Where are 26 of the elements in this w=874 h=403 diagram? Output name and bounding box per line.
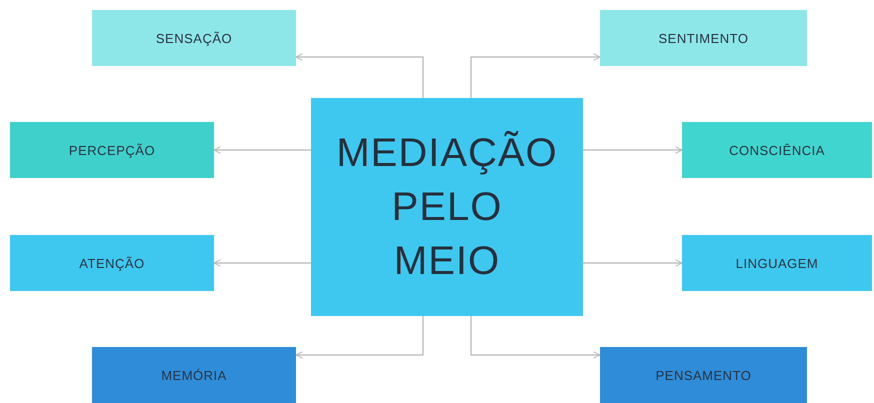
arrow [296,316,424,359]
concept-box [600,10,807,66]
concept-box [10,122,214,178]
concept-box [682,235,872,291]
title-text: MEDIAÇÃO PELO MEIO [336,130,558,285]
concept-box [600,347,807,403]
concept-label: PERCEPÇÃO [68,142,156,158]
concept-label: LINGUAGEM [736,256,818,270]
concept-label: SENSAÇÃO [156,30,232,46]
concept-box [682,122,872,178]
concept-label: CONSCIÊNCIA [729,142,825,158]
concept-label: PENSAMENTO [656,368,752,382]
arrow [296,53,424,98]
arrow [583,146,682,154]
concept-label: MEMÓRIA [161,368,227,382]
concept-label: SENTIMENTO [658,30,748,46]
concept-box [92,10,296,66]
arrow [470,53,600,98]
center-box [311,98,583,316]
arrow [214,146,311,154]
concept-box [92,347,296,403]
arrow [583,259,682,267]
concept-label: ATENÇÃO [79,256,145,270]
arrow [470,316,600,359]
concept-box [10,235,214,291]
arrow [214,259,311,267]
